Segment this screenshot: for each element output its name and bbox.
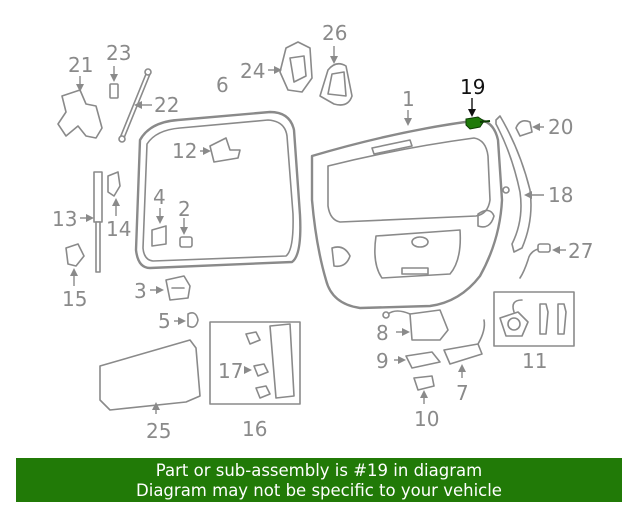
label-26: 26 xyxy=(322,21,347,45)
label-14: 14 xyxy=(106,217,131,241)
label-27: 27 xyxy=(568,239,593,263)
part-25-panel[interactable] xyxy=(99,339,201,414)
part-5-bulb[interactable] xyxy=(174,312,199,328)
part-15-bracket[interactable] xyxy=(65,243,85,286)
label-12: 12 xyxy=(172,139,197,163)
label-2: 2 xyxy=(178,197,191,221)
label-25: 25 xyxy=(146,419,171,443)
label-19: 19 xyxy=(460,75,485,99)
label-11: 11 xyxy=(522,349,547,373)
label-21: 21 xyxy=(68,53,93,77)
label-5: 5 xyxy=(158,309,171,333)
label-10: 10 xyxy=(414,407,439,431)
part-22-rod[interactable] xyxy=(118,68,152,143)
part-23-clip[interactable] xyxy=(109,66,119,99)
part-16-trim-box[interactable] xyxy=(209,321,301,405)
part-10-bracket[interactable] xyxy=(413,375,435,404)
part-2-bumper[interactable] xyxy=(179,218,193,248)
banner-line-1: Part or sub-assembly is #19 in diagram xyxy=(155,461,483,480)
label-6: 6 xyxy=(216,73,229,97)
part-24-cover[interactable] xyxy=(268,41,313,93)
part-13-strut[interactable] xyxy=(80,171,103,273)
part-12-stopper[interactable] xyxy=(200,137,241,163)
part-6-weatherstrip[interactable] xyxy=(134,110,302,270)
part-7-switch[interactable] xyxy=(443,319,486,378)
part-27-wire[interactable] xyxy=(519,243,566,279)
part-26-seal[interactable] xyxy=(319,46,353,106)
label-22: 22 xyxy=(154,93,179,117)
part-19-bolt[interactable] xyxy=(465,98,491,130)
banner-line-2: Diagram may not be specific to your vehi… xyxy=(136,481,502,500)
part-11-lock-set[interactable] xyxy=(493,291,575,347)
part-1-liftgate[interactable] xyxy=(310,110,504,310)
part-21-hinge[interactable] xyxy=(57,76,103,139)
label-16: 16 xyxy=(242,417,267,441)
label-7: 7 xyxy=(456,381,469,405)
label-15: 15 xyxy=(62,287,87,311)
part-18-trim[interactable] xyxy=(495,115,544,253)
label-4: 4 xyxy=(153,185,166,209)
label-1: 1 xyxy=(402,87,415,111)
part-9-handle[interactable] xyxy=(394,351,441,369)
label-18: 18 xyxy=(548,183,573,207)
label-23: 23 xyxy=(106,41,131,65)
info-banner: Part or sub-assembly is #19 in diagram D… xyxy=(16,458,622,502)
part-14-bracket[interactable] xyxy=(107,171,121,216)
label-3: 3 xyxy=(134,279,147,303)
label-8: 8 xyxy=(376,321,389,345)
label-24: 24 xyxy=(240,59,265,83)
label-9: 9 xyxy=(376,349,389,373)
part-3-lamp[interactable] xyxy=(150,275,191,301)
part-4-clip[interactable] xyxy=(151,208,167,247)
part-8-actuator[interactable] xyxy=(382,309,449,341)
part-20-grommet[interactable] xyxy=(515,120,544,137)
label-20: 20 xyxy=(548,115,573,139)
label-13: 13 xyxy=(52,207,77,231)
label-17: 17 xyxy=(218,359,243,383)
